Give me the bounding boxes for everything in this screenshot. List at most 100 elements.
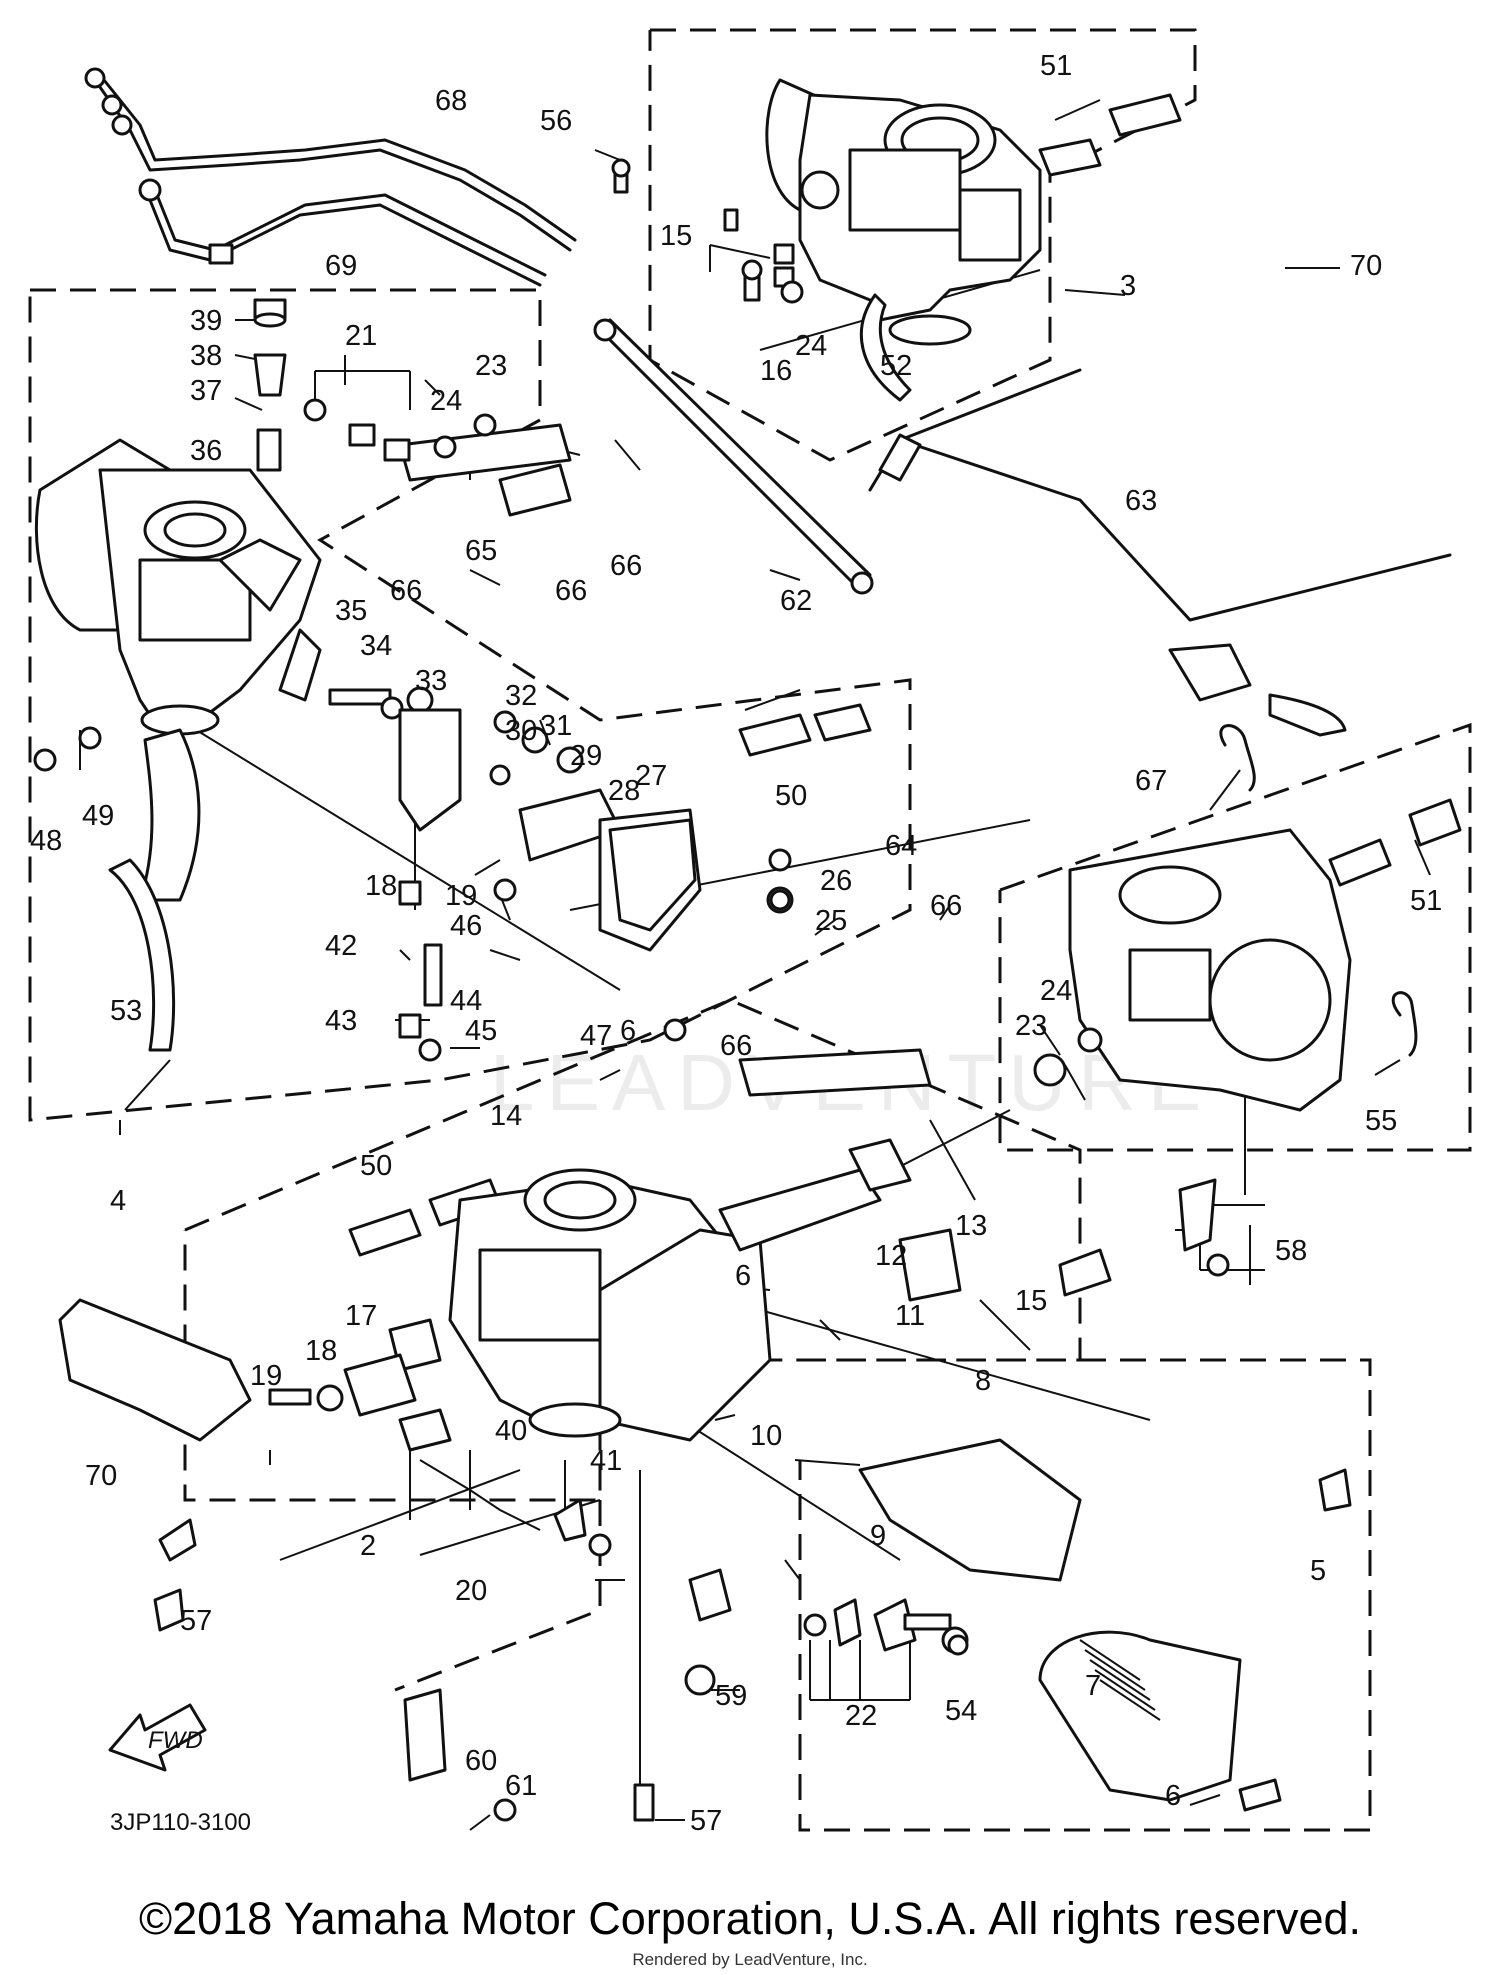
callout: 49 xyxy=(82,800,114,832)
callout: 6 xyxy=(735,1260,751,1292)
clips xyxy=(1178,724,1418,1277)
callout: 36 xyxy=(190,435,222,467)
callout: 5 xyxy=(1310,1555,1326,1587)
callout: 51 xyxy=(1040,50,1072,82)
copyright-notice: ©2018 Yamaha Motor Corporation, U.S.A. A… xyxy=(138,1893,1362,1944)
callout: 9 xyxy=(870,1520,886,1552)
callout: 63 xyxy=(1125,485,1157,517)
callout: 65 xyxy=(465,535,497,567)
callout: 59 xyxy=(715,1680,747,1712)
callout: 18 xyxy=(365,870,397,902)
carburetor-3 xyxy=(765,78,1042,402)
callout: 42 xyxy=(325,930,357,962)
carburetor-4 xyxy=(34,438,322,902)
callout: 52 xyxy=(880,350,912,382)
callout: 28 xyxy=(608,775,640,807)
callout: 18 xyxy=(305,1335,337,1367)
callout: 37 xyxy=(190,375,222,407)
callout: 24 xyxy=(430,385,462,417)
callout: 12 xyxy=(875,1240,907,1272)
callout: 25 xyxy=(815,905,847,937)
callout: 20 xyxy=(455,1575,487,1607)
diaphragm-parts xyxy=(803,1438,1242,1802)
callout: 66 xyxy=(930,890,962,922)
callout: 33 xyxy=(415,665,447,697)
callout: 16 xyxy=(760,355,792,387)
callout: 66 xyxy=(555,575,587,607)
callout-labels: 2 3 4 5 6 6 6 7 8 9 10 11 12 13 14 15 15… xyxy=(30,50,1442,1837)
callout: 64 xyxy=(885,830,917,862)
carb-3-small-parts xyxy=(611,158,804,304)
callout: 15 xyxy=(660,220,692,252)
tubes-50-51 xyxy=(348,93,1462,1257)
fuel-hose-68-69 xyxy=(84,67,577,287)
callout: 11 xyxy=(895,1300,925,1332)
callout: 26 xyxy=(820,865,852,897)
callout: 13 xyxy=(955,1210,987,1242)
callout: 10 xyxy=(750,1420,782,1452)
callout: 30 xyxy=(505,715,537,747)
callout: 68 xyxy=(435,85,467,117)
callout: 57 xyxy=(690,1805,722,1837)
callout: 8 xyxy=(975,1365,991,1397)
callout: 6 xyxy=(1165,1780,1181,1812)
diagram-code: 3JP110-3100 xyxy=(110,1809,251,1836)
fwd-label: FWD xyxy=(148,1727,203,1754)
callout: 61 xyxy=(505,1770,537,1802)
callout: 31 xyxy=(540,710,572,742)
callout: 70 xyxy=(85,1460,117,1492)
callout: 41 xyxy=(590,1445,622,1477)
callout: 21 xyxy=(345,320,377,352)
callout: 7 xyxy=(1085,1670,1101,1702)
callout: 54 xyxy=(945,1695,977,1727)
callout: 62 xyxy=(780,585,812,617)
callout: 45 xyxy=(465,1015,497,1047)
callout: 6 xyxy=(620,1015,636,1047)
callout: 66 xyxy=(610,550,642,582)
rendered-by-note: Rendered by LeadVenture, Inc. xyxy=(632,1950,868,1969)
callout: 66 xyxy=(720,1030,752,1062)
bottom-carburetor xyxy=(448,1138,912,1442)
callout: 55 xyxy=(1365,1105,1397,1137)
linkage-parts xyxy=(398,318,1452,1097)
right-carburetor xyxy=(1033,828,1352,1112)
carb-4-small-parts xyxy=(33,298,497,1052)
callout: 50 xyxy=(775,780,807,812)
callout: 29 xyxy=(570,740,602,772)
callout: 17 xyxy=(345,1300,377,1332)
callout: 53 xyxy=(110,995,142,1027)
callout: 48 xyxy=(30,825,62,857)
fwd-arrow: FWD xyxy=(108,1703,207,1772)
callout: 4 xyxy=(110,1185,126,1217)
callout: 2 xyxy=(360,1530,376,1562)
callout: 47 xyxy=(580,1020,612,1052)
middle-components xyxy=(278,628,794,1062)
callout: 50 xyxy=(360,1150,392,1182)
callout: 60 xyxy=(465,1745,497,1777)
callout: 43 xyxy=(325,1005,357,1037)
callout: 3 xyxy=(1120,270,1136,302)
callout: 51 xyxy=(1410,885,1442,917)
callout: 19 xyxy=(250,1360,282,1392)
callout: 15 xyxy=(1015,1285,1047,1317)
callout: 46 xyxy=(450,910,482,942)
callout: 24 xyxy=(795,330,827,362)
callout: 58 xyxy=(1275,1235,1307,1267)
callout: 66 xyxy=(390,575,422,607)
callout: 34 xyxy=(360,630,392,662)
callout: 39 xyxy=(190,305,222,337)
callout: 67 xyxy=(1135,765,1167,797)
callout: 22 xyxy=(845,1700,877,1732)
callout: 27 xyxy=(635,760,667,792)
callout: 69 xyxy=(325,250,357,282)
callout: 44 xyxy=(450,985,482,1017)
callout: 56 xyxy=(540,105,572,137)
callout: 35 xyxy=(335,595,367,627)
callout: 24 xyxy=(1040,975,1072,1007)
callout: 19 xyxy=(445,880,477,912)
callout: 23 xyxy=(475,350,507,382)
callout: 38 xyxy=(190,340,222,372)
bottom-small-parts xyxy=(153,1468,1352,1822)
